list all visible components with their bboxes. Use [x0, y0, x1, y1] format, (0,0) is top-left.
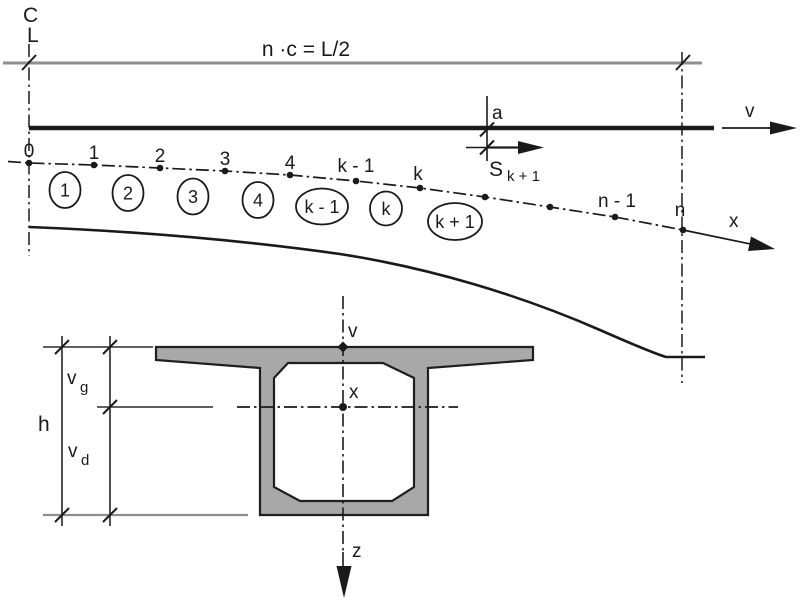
- station-dot: [25, 159, 33, 167]
- span-dimension-label: n ·c = L/2: [262, 38, 350, 61]
- section-dimensions: h v g v d: [38, 336, 248, 526]
- dimension-tick: [54, 339, 70, 355]
- dimension-tick: [479, 121, 495, 138]
- centerline-symbol-l: L: [27, 24, 39, 47]
- dimension-tick: [54, 507, 70, 523]
- station-label-1: 1: [89, 143, 100, 164]
- dimension-tick: [675, 54, 691, 71]
- a-dim-label: a: [492, 103, 503, 124]
- segment-circle: [369, 190, 403, 227]
- segment-circle: [241, 181, 275, 219]
- v-axis-label: v: [745, 101, 755, 122]
- segment-label-k-1: k - 1: [304, 197, 339, 217]
- segment-label-1: 1: [60, 181, 70, 201]
- segment-a-dimension: a S k + 1: [466, 96, 544, 185]
- station-dot: [416, 184, 424, 192]
- station-dot: [286, 171, 294, 179]
- segment-force-subscript: k + 1: [507, 168, 540, 185]
- segment-force-label: S: [489, 158, 503, 181]
- segment-label-k: k: [382, 199, 392, 219]
- station-dot: [679, 226, 687, 234]
- section-v-axis-label: v: [348, 321, 358, 342]
- station-label-k-1: k - 1: [338, 156, 375, 177]
- z-axis-arrowhead-icon: [336, 566, 352, 598]
- cross-section: v x z: [154, 296, 535, 598]
- segment-circle: [48, 171, 82, 209]
- deck-line-group: v: [29, 101, 797, 135]
- dimension-tick: [102, 339, 118, 355]
- centroid-dot: [339, 403, 347, 411]
- span-dimension: n ·c = L/2: [3, 38, 702, 71]
- vd-dimension-label: v: [68, 441, 78, 462]
- segment-circle: [111, 174, 145, 212]
- centerline-symbol-c: C: [23, 4, 38, 27]
- station-label-0: 0: [24, 141, 35, 162]
- dimension-tick: [102, 507, 118, 523]
- station-dot: [352, 177, 360, 185]
- section-x-axis-label: x: [349, 382, 359, 403]
- girder-axis-line: [7, 160, 684, 231]
- station-dot: [221, 167, 229, 175]
- dimension-tick: [102, 399, 118, 415]
- centerline-symbol: C L: [23, 4, 39, 47]
- segment-circle: [176, 177, 210, 216]
- station-dot: [611, 213, 619, 221]
- station-dot: [546, 203, 554, 211]
- segment-label-3: 3: [188, 187, 198, 207]
- x-axis-arrow-shaft: [682, 229, 753, 246]
- flange-top-point: [337, 341, 349, 353]
- segment-label-2: 2: [123, 184, 133, 204]
- girder-soffit-curve: [28, 225, 705, 359]
- station-label-3: 3: [220, 149, 231, 170]
- segment-ellipse: [295, 187, 349, 226]
- station-label-n: n: [675, 200, 686, 221]
- segment-ellipse: [427, 202, 483, 241]
- girder-axis-group: x: [7, 160, 775, 251]
- station-dot: [481, 193, 489, 201]
- v-axis-arrowhead-icon: [770, 121, 797, 135]
- h-dimension-label: h: [38, 413, 50, 436]
- station-dots: [25, 159, 687, 234]
- station-label-n-1: n - 1: [598, 191, 636, 212]
- box-girder-void: [272, 361, 416, 503]
- station-labels: 0 1 2 3 4 k - 1 k n - 1 n: [24, 141, 686, 221]
- x-axis-arrowhead-icon: [748, 236, 775, 251]
- segment-label-k+1: k + 1: [435, 212, 475, 232]
- vg-dimension-subscript: g: [80, 379, 88, 396]
- segment-markers: 1 2 3 4 k - 1 k k + 1: [48, 171, 483, 241]
- station-label-4: 4: [285, 153, 296, 174]
- station-label-k: k: [413, 164, 423, 185]
- x-axis-label: x: [729, 211, 739, 232]
- station-label-2: 2: [155, 146, 166, 167]
- vd-dimension-subscript: d: [81, 452, 89, 469]
- vg-dimension-label: v: [67, 368, 77, 389]
- segment-force-arrowhead-icon: [518, 141, 544, 154]
- section-z-axis-label: z: [352, 541, 362, 562]
- segment-label-4: 4: [253, 191, 263, 211]
- station-dot: [156, 164, 164, 172]
- station-dot: [90, 161, 98, 169]
